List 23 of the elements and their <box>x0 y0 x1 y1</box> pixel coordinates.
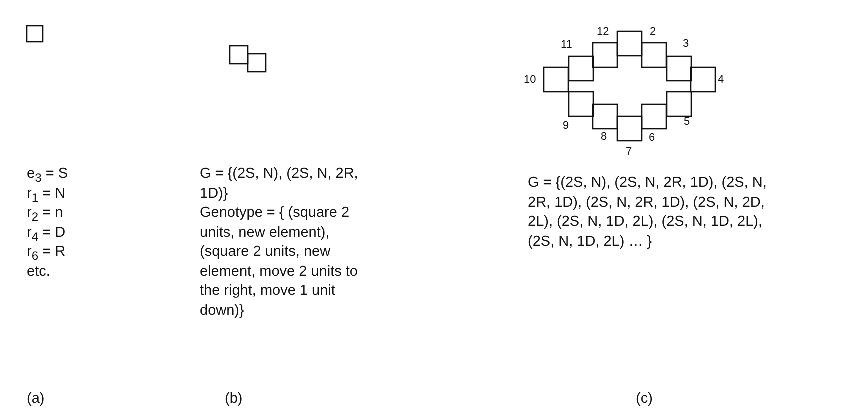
callout-number: 10 <box>524 74 536 86</box>
callout-number: 2 <box>650 26 656 38</box>
formula-text: r$_{6}$ = R <box>27 243 66 265</box>
callout-number: 4 <box>718 74 724 86</box>
callout-number: 6 <box>649 132 656 144</box>
formula-text: G = {(2S, N), (2S, N, 2R, 1D)} <box>200 165 360 204</box>
callout-number: 11 <box>561 39 572 51</box>
formula-text: r$_{1}$ = N <box>27 184 66 206</box>
callout-number: 5 <box>684 116 690 128</box>
panel-label: (c) <box>636 390 653 409</box>
callout-number: 3 <box>683 38 690 50</box>
panel-label: (a) <box>27 390 45 409</box>
description-text: Genotype = { (square 2 units, new element), (square 2 units, new element, move 2 units to the right, move 1 unit down)} <box>200 204 359 320</box>
note-text: etc. <box>27 262 50 282</box>
callout-number: 8 <box>601 131 608 143</box>
formula-text: G = {(2S, N), (2S, N, 2R, 1D), (2S, N, 2R, 1D), (2S, N, 2R, 1D), (2S, N, 2D, 2L), (2S, N, 1D, 2L), (2S, N, 1D, 2L), (2S, N, 1D, 2L) … } <box>528 174 768 252</box>
callout-number: 7 <box>626 146 632 158</box>
formula-text: r$_{2}$ = n <box>27 204 64 226</box>
panel-label: (b) <box>225 390 243 409</box>
formula-text: e$_{3}$ = S <box>27 165 68 187</box>
callout-number: 12 <box>597 26 610 38</box>
callout-number: 9 <box>563 120 570 132</box>
formula-text: r$_{4}$ = D <box>27 224 66 246</box>
